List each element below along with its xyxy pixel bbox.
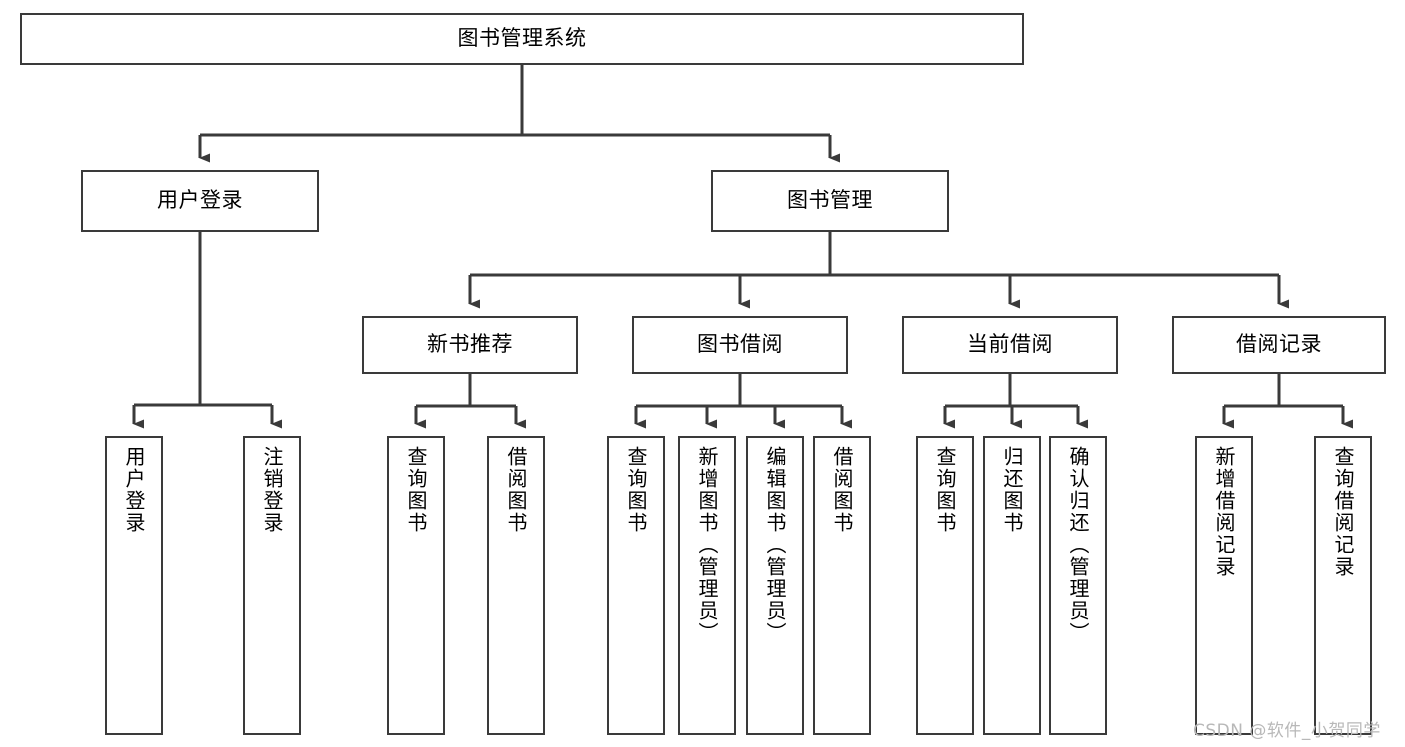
node-user-logout-leaf[interactable]: 注销登录	[243, 436, 301, 735]
node-user-logout-leaf-label: 注销登录	[260, 446, 284, 534]
node-user-login-leaf-label: 用户登录	[122, 446, 146, 534]
node-user-login-label: 用户登录	[157, 188, 243, 213]
node-bb-borrow-book[interactable]: 借阅图书	[813, 436, 871, 735]
node-borrow-record-label: 借阅记录	[1236, 332, 1322, 357]
node-current-borrow[interactable]: 当前借阅	[902, 316, 1118, 374]
node-cb-return-book-label: 归还图书	[1000, 446, 1024, 534]
node-root-label: 图书管理系统	[457, 26, 587, 51]
node-bb-borrow-book-label: 借阅图书	[830, 446, 854, 534]
node-nbr-borrow-book[interactable]: 借阅图书	[487, 436, 545, 735]
node-cb-confirm-return[interactable]: 确认归还（管理员）	[1049, 436, 1107, 735]
node-nbr-query-book-label: 查询图书	[404, 446, 428, 534]
node-book-management[interactable]: 图书管理	[711, 170, 949, 232]
node-root[interactable]: 图书管理系统	[20, 13, 1024, 65]
node-bb-add-book-label: 新增图书（管理员）	[695, 446, 719, 644]
node-cb-query-book[interactable]: 查询图书	[916, 436, 974, 735]
node-br-add-record[interactable]: 新增借阅记录	[1195, 436, 1253, 735]
node-bb-edit-book-label: 编辑图书（管理员）	[763, 446, 787, 644]
node-br-query-record[interactable]: 查询借阅记录	[1314, 436, 1372, 735]
node-new-book-recommend[interactable]: 新书推荐	[362, 316, 578, 374]
node-bb-edit-book[interactable]: 编辑图书（管理员）	[746, 436, 804, 735]
node-bb-query-book[interactable]: 查询图书	[607, 436, 665, 735]
node-borrow-record[interactable]: 借阅记录	[1172, 316, 1386, 374]
node-bb-add-book[interactable]: 新增图书（管理员）	[678, 436, 736, 735]
node-book-management-label: 图书管理	[787, 188, 873, 213]
node-cb-query-book-label: 查询图书	[933, 446, 957, 534]
node-br-add-record-label: 新增借阅记录	[1212, 446, 1236, 578]
node-new-book-recommend-label: 新书推荐	[427, 332, 513, 357]
node-bb-query-book-label: 查询图书	[624, 446, 648, 534]
csdn-watermark: CSDN @软件_小贺同学	[1193, 721, 1381, 741]
node-user-login-leaf[interactable]: 用户登录	[105, 436, 163, 735]
node-cb-confirm-return-label: 确认归还（管理员）	[1066, 446, 1090, 644]
node-user-login[interactable]: 用户登录	[81, 170, 319, 232]
node-current-borrow-label: 当前借阅	[967, 332, 1053, 357]
node-cb-return-book[interactable]: 归还图书	[983, 436, 1041, 735]
node-nbr-query-book[interactable]: 查询图书	[387, 436, 445, 735]
node-book-borrow[interactable]: 图书借阅	[632, 316, 848, 374]
node-nbr-borrow-book-label: 借阅图书	[504, 446, 528, 534]
node-br-query-record-label: 查询借阅记录	[1331, 446, 1355, 578]
node-book-borrow-label: 图书借阅	[697, 332, 783, 357]
